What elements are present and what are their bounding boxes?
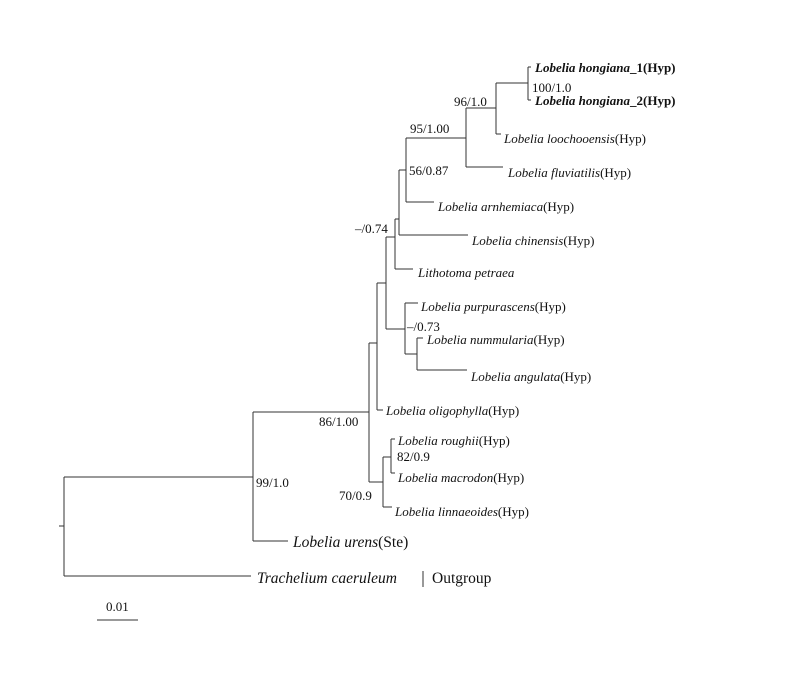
support-hongiana-loochooensis: 96/1.0 bbox=[454, 94, 487, 109]
taxon-label-linnaeoides: Lobelia linnaeoides(Hyp) bbox=[394, 504, 529, 519]
taxon-label-loochooensis: Lobelia loochooensis(Hyp) bbox=[503, 131, 646, 146]
support-chinensis-lithotoma: –/0.74 bbox=[354, 221, 388, 236]
taxon-name: Lobelia arnhemiaca bbox=[437, 199, 544, 214]
taxon-name: Lobelia hongiana bbox=[534, 93, 630, 108]
taxon-name: Lobelia loochooensis bbox=[503, 131, 615, 146]
taxon-name: Lobelia chinensis bbox=[471, 233, 563, 248]
taxon-suffix: (Hyp) bbox=[479, 433, 510, 448]
taxon-name: Lobelia hongiana bbox=[534, 60, 630, 75]
taxon-suffix: (Hyp) bbox=[560, 369, 591, 384]
taxon-suffix: _2(Hyp) bbox=[629, 93, 676, 108]
branches bbox=[59, 66, 531, 577]
taxon-suffix: (Hyp) bbox=[600, 165, 631, 180]
taxon-suffix: (Hyp) bbox=[615, 131, 646, 146]
taxon-label-nummularia: Lobelia nummularia(Hyp) bbox=[426, 332, 565, 347]
taxon-label-oligophylla: Lobelia oligophylla(Hyp) bbox=[385, 403, 519, 418]
scale-bar: 0.01 bbox=[97, 599, 138, 621]
support-fluviatilis: 95/1.00 bbox=[410, 121, 449, 136]
taxon-suffix: (Hyp) bbox=[498, 504, 529, 519]
taxon-suffix: (Hyp) bbox=[543, 199, 574, 214]
taxon-suffix: (Hyp) bbox=[563, 233, 594, 248]
support-values: 100/1.0 96/1.0 95/1.00 56/0.87 –/0.74 –/… bbox=[256, 80, 571, 503]
outgroup-label: Outgroup bbox=[432, 570, 492, 587]
scale-bar-label: 0.01 bbox=[106, 599, 129, 614]
support-roughii-macrodon: 82/0.9 bbox=[397, 449, 430, 464]
taxon-suffix: (Hyp) bbox=[535, 299, 566, 314]
taxon-name: Lobelia nummularia bbox=[426, 332, 534, 347]
taxon-labels: Lobelia hongiana_1(Hyp) Lobelia hongiana… bbox=[257, 60, 676, 587]
taxon-name: Lobelia fluviatilis bbox=[507, 165, 600, 180]
support-hongiana: 100/1.0 bbox=[532, 80, 571, 95]
taxon-label-hongiana-2: Lobelia hongiana_2(Hyp) bbox=[534, 93, 676, 108]
taxon-name: Lobelia oligophylla bbox=[385, 403, 489, 418]
taxon-name: Lobelia macrodon bbox=[397, 470, 493, 485]
taxon-name: Lobelia urens bbox=[292, 534, 378, 551]
taxon-label-arnhemiaca: Lobelia arnhemiaca(Hyp) bbox=[437, 199, 574, 214]
taxon-label-trachelium: Trachelium caeruleum bbox=[257, 570, 397, 587]
taxon-label-roughii: Lobelia roughii(Hyp) bbox=[397, 433, 510, 448]
taxon-name: Lobelia roughii bbox=[397, 433, 479, 448]
taxon-name: Lithotoma petraea bbox=[417, 265, 515, 280]
support-purpurascens: –/0.73 bbox=[406, 319, 440, 334]
taxon-label-urens: Lobelia urens(Ste) bbox=[292, 534, 408, 551]
taxon-label-lithotoma: Lithotoma petraea bbox=[417, 265, 515, 280]
support-arnhemiaca: 56/0.87 bbox=[409, 163, 449, 178]
taxon-label-purpurascens: Lobelia purpurascens(Hyp) bbox=[420, 299, 566, 314]
taxon-name: Lobelia angulata bbox=[470, 369, 561, 384]
taxon-name: Lobelia purpurascens bbox=[420, 299, 535, 314]
support-roughii-linnaeoides: 70/0.9 bbox=[339, 488, 372, 503]
support-main-clade: 86/1.00 bbox=[319, 414, 358, 429]
taxon-label-angulata: Lobelia angulata(Hyp) bbox=[470, 369, 591, 384]
taxon-label-macrodon: Lobelia macrodon(Hyp) bbox=[397, 470, 524, 485]
taxon-label-hongiana-1: Lobelia hongiana_1(Hyp) bbox=[534, 60, 676, 75]
taxon-suffix: (Ste) bbox=[378, 534, 408, 551]
support-lobelia-clade: 99/1.0 bbox=[256, 475, 289, 490]
taxon-label-fluviatilis: Lobelia fluviatilis(Hyp) bbox=[507, 165, 631, 180]
taxon-suffix: (Hyp) bbox=[488, 403, 519, 418]
taxon-suffix: (Hyp) bbox=[534, 332, 565, 347]
taxon-label-chinensis: Lobelia chinensis(Hyp) bbox=[471, 233, 594, 248]
taxon-suffix: (Hyp) bbox=[493, 470, 524, 485]
taxon-name: Lobelia linnaeoides bbox=[394, 504, 498, 519]
taxon-suffix: _1(Hyp) bbox=[629, 60, 676, 75]
taxon-name: Trachelium caeruleum bbox=[257, 570, 397, 587]
